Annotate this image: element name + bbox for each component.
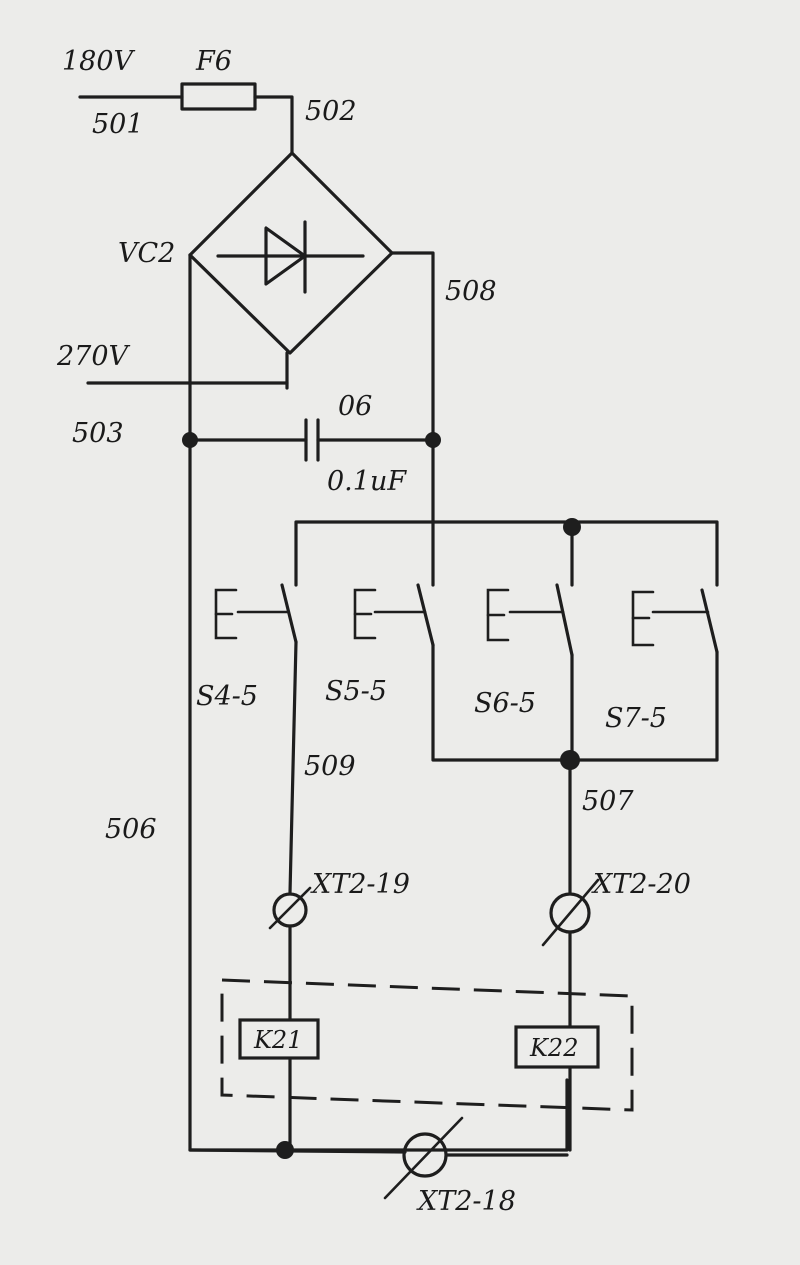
coil-k22 (514, 1025, 600, 1069)
bottom-bus-507 (431, 643, 719, 895)
switch-label-s7-5: S7-5 (605, 703, 667, 734)
wire-label-503: 503 (72, 418, 124, 449)
wire-label-508: 508 (445, 276, 497, 307)
switch-s4-5 (214, 583, 298, 644)
bridge-rectifier-vc2 (188, 151, 394, 355)
switch-label-s4-5: S4-5 (196, 681, 258, 712)
wire-label-502: 502 (305, 96, 357, 127)
capacitor-c06 (188, 418, 435, 462)
supply-voltage-270v: 270V (56, 341, 131, 372)
switch-label-s6-5: S6-5 (474, 688, 536, 719)
relay-enclosure-dashed (220, 978, 634, 1112)
coil-label-k22: K22 (529, 1034, 578, 1062)
junction-node (425, 432, 441, 448)
terminal-label-xt2-19: XT2-19 (310, 869, 410, 900)
return-wire-270v (86, 351, 289, 390)
wire-508 (390, 251, 435, 587)
switch-s7-5 (631, 588, 719, 654)
junction-node (182, 432, 198, 448)
terminal-xt2-19 (268, 886, 312, 930)
junction-node (276, 1141, 294, 1159)
coil-k21 (238, 1018, 320, 1060)
supply-voltage-180v: 180V (62, 46, 136, 77)
wire-502 (253, 95, 294, 155)
capacitor-label: 06 (338, 391, 372, 422)
coil-label-k21: K21 (253, 1026, 302, 1054)
switch-s5-5 (353, 583, 435, 647)
wire-label-509: 509 (304, 751, 356, 782)
wire-label-506: 506 (105, 814, 157, 845)
terminal-label-xt2-18: XT2-18 (416, 1186, 516, 1217)
left-rail-506 (188, 253, 569, 1152)
wire-label-501: 501 (92, 109, 144, 140)
junction-node (560, 750, 580, 770)
terminal-label-xt2-20: XT2-20 (591, 869, 691, 900)
bottom-return-wire (188, 1148, 569, 1157)
top-bus (294, 520, 719, 587)
fuse-f6 (180, 82, 257, 111)
junction-node (563, 518, 581, 536)
wire-509 (288, 640, 298, 895)
capacitor-value: 0.1uF (327, 466, 407, 497)
fuse-label: F6 (195, 46, 232, 77)
rectifier-label: VC2 (118, 238, 175, 269)
wire-label-507: 507 (582, 786, 634, 817)
switch-s6-5 (486, 583, 574, 657)
switch-label-s5-5: S5-5 (325, 676, 387, 707)
terminal-xt2-18 (383, 1116, 464, 1200)
